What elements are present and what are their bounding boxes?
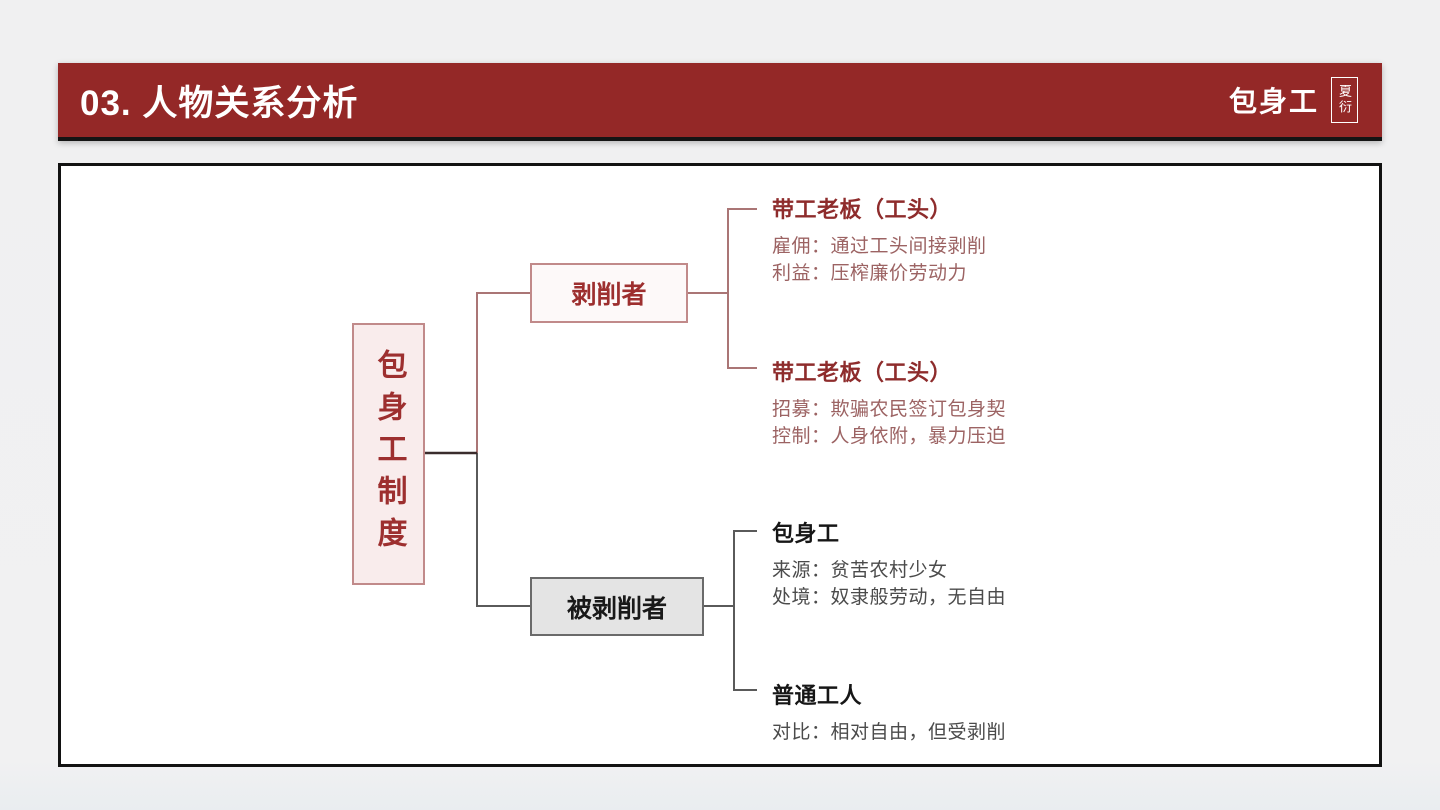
author-name: 夏衍 — [1337, 84, 1352, 116]
leaf-detail-line: 雇佣：通过工头间接剥削 — [772, 236, 987, 257]
brand-title: 包身工 — [1228, 86, 1319, 117]
diagram-canvas — [58, 163, 1382, 767]
leaf-detail-line: 控制：人身依附，暴力压迫 — [772, 426, 1007, 447]
node-root: 包身工制度 — [352, 323, 425, 585]
leaf-title: 普通工人 — [772, 683, 863, 708]
node-root-label: 包身工制度 — [372, 349, 406, 559]
leaf-detail-line: 招募：欺骗农民签订包身契 — [772, 399, 1007, 420]
node-branch-exploited: 被剥削者 — [530, 577, 704, 636]
leaf-title: 带工老板（工头） — [772, 360, 953, 385]
node-branch-exploiter: 剥削者 — [530, 263, 688, 323]
leaf-detail-line: 处境：奴隶般劳动，无自由 — [772, 587, 1007, 608]
slide-header: 03. 人物关系分析 包身工 夏衍 — [58, 63, 1382, 141]
leaf-ordinary-worker: 普通工人 对比：相对自由，但受剥削 — [772, 678, 1202, 746]
leaf-title: 带工老板（工头） — [772, 197, 953, 222]
leaf-baoshengong: 包身工 来源：贫苦农村少女 处境：奴隶般劳动，无自由 — [772, 516, 1202, 611]
leaf-detail-line: 利益：压榨廉价劳动力 — [772, 263, 968, 284]
leaf-detail-line: 对比：相对自由，但受剥削 — [772, 722, 1007, 743]
brand-group: 包身工 夏衍 — [1229, 77, 1358, 123]
leaf-detail-line: 来源：贫苦农村少女 — [772, 560, 948, 581]
leaf-boss-2: 带工老板（工头） 招募：欺骗农民签订包身契 控制：人身依附，暴力压迫 — [772, 355, 1202, 450]
page-title: 03. 人物关系分析 — [80, 83, 359, 123]
leaf-boss-1: 带工老板（工头） 雇佣：通过工头间接剥削 利益：压榨廉价劳动力 — [772, 192, 1202, 287]
leaf-title: 包身工 — [772, 521, 840, 546]
author-seal: 夏衍 — [1331, 77, 1358, 123]
